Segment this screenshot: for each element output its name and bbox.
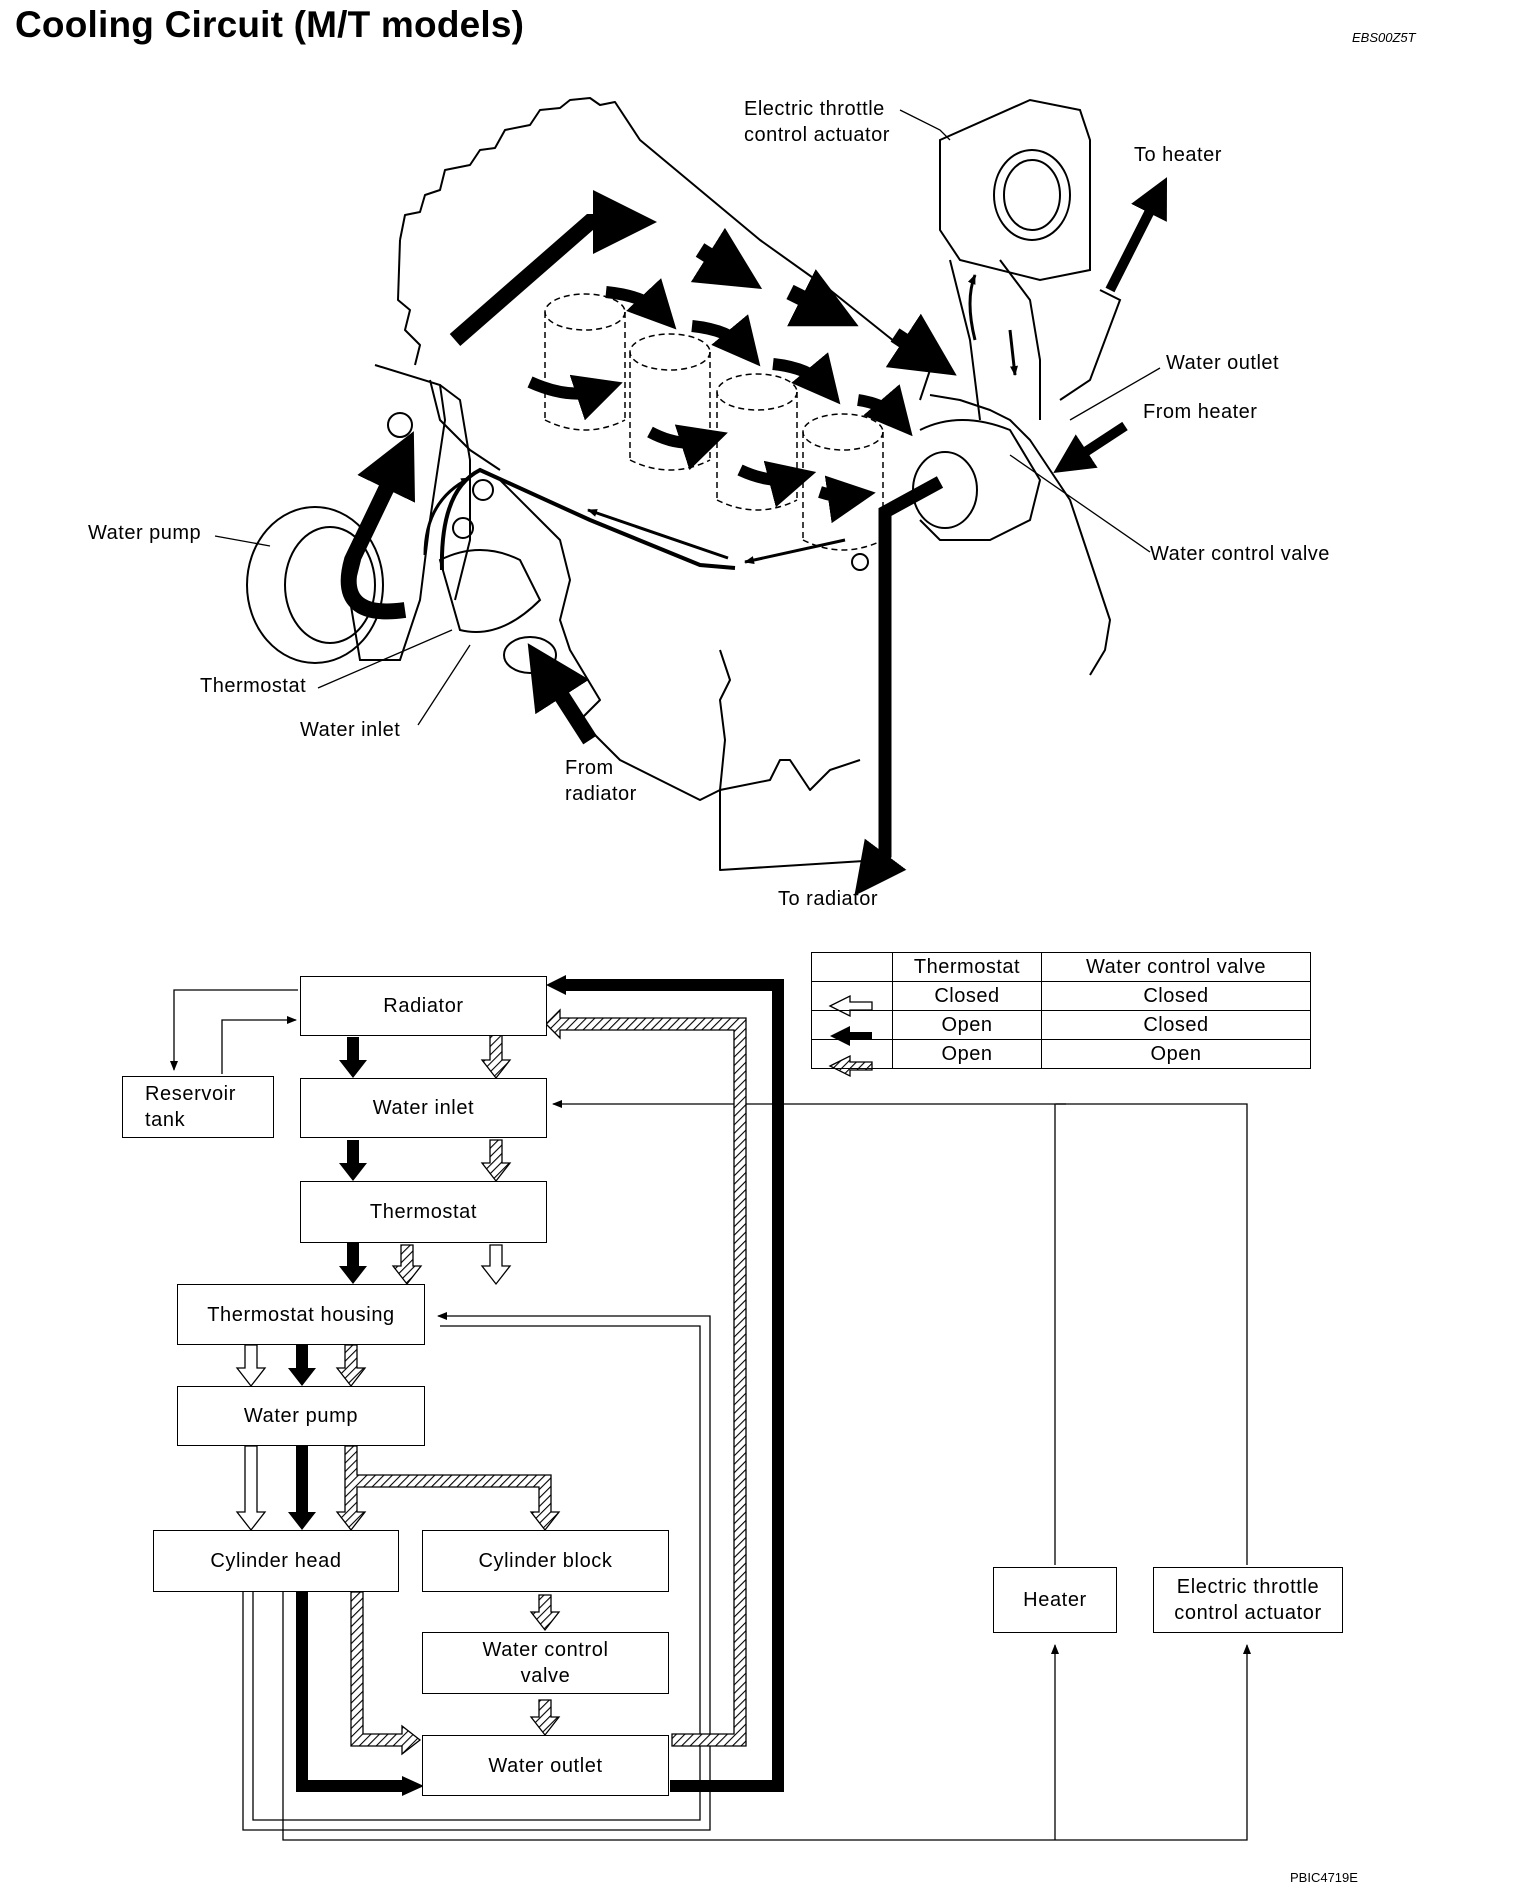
legend-table: Thermostat Water control valve Closed Cl… xyxy=(811,952,1311,1069)
leader-lines xyxy=(214,109,1161,726)
legend-row: Open Closed xyxy=(811,1010,1311,1040)
box-water-inlet: Water inlet xyxy=(300,1078,547,1138)
legend-header-thermostat: Thermostat xyxy=(892,952,1042,982)
hollow-arrows xyxy=(235,1244,512,1532)
label-water-inlet: Water inlet xyxy=(300,719,401,741)
solid-outlet-to-radiator xyxy=(560,979,784,1792)
legend-header-row: Thermostat Water control valve xyxy=(811,952,1311,982)
legend-row: Open Open xyxy=(811,1039,1311,1069)
hollow-loop-lines xyxy=(242,1312,711,1831)
legend-valve-state: Open xyxy=(1041,1039,1311,1069)
water-pump-housing xyxy=(246,364,557,674)
label-from-heater: From heater xyxy=(1143,401,1258,423)
box-reservoir-tank: Reservoir tank xyxy=(122,1076,274,1138)
legend-thermostat-state: Open xyxy=(892,1010,1042,1040)
bypass-hose xyxy=(439,467,736,571)
box-cylinder-head: Cylinder head xyxy=(153,1530,399,1592)
box-thermostat: Thermostat xyxy=(300,1181,547,1243)
box-water-control-valve: Water control valve xyxy=(422,1632,669,1694)
label-water-pump: Water pump xyxy=(88,522,202,544)
legend-header-valve: Water control valve xyxy=(1041,952,1311,982)
legend-header-symbol xyxy=(811,952,893,982)
hatched-arrow-icon xyxy=(811,1039,893,1069)
legend-thermostat-state: Closed xyxy=(892,981,1042,1011)
heater-lines xyxy=(282,1100,1251,1841)
label-thermostat: Thermostat xyxy=(200,675,307,697)
label-water-outlet: Water outlet xyxy=(1166,352,1280,374)
solid-arrows xyxy=(288,1037,367,1530)
hollow-arrow-icon xyxy=(811,981,893,1011)
box-radiator: Radiator xyxy=(300,976,547,1036)
box-heater: Heater xyxy=(993,1567,1117,1633)
label-from-radiator: From radiator xyxy=(565,757,637,805)
page-title: Cooling Circuit (M/T models) xyxy=(15,4,525,45)
legend-row: Closed Closed xyxy=(811,981,1311,1011)
label-to-heater: To heater xyxy=(1134,144,1222,166)
thin-flow-arrows xyxy=(423,274,1018,564)
box-throttle-actuator: Electric throttle control actuator xyxy=(1153,1567,1343,1633)
figure-code: PBIC4719E xyxy=(1290,1870,1358,1885)
hatched-arrows xyxy=(335,1008,747,1756)
throttle-assembly xyxy=(851,98,1122,571)
flow-arrows xyxy=(340,177,1168,896)
reservoir-lines xyxy=(170,989,298,1074)
label-throttle-actuator: Electric throttle control actuator xyxy=(744,98,890,146)
label-to-radiator: To radiator xyxy=(778,888,878,910)
section-code: EBS00Z5T xyxy=(1352,30,1416,45)
engine-illustration xyxy=(214,97,1168,896)
legend-valve-state: Closed xyxy=(1041,1010,1311,1040)
solid-head-to-outlet xyxy=(296,1590,402,1792)
legend-thermostat-state: Open xyxy=(892,1039,1042,1069)
box-water-outlet: Water outlet xyxy=(422,1735,669,1796)
legend-valve-state: Closed xyxy=(1041,981,1311,1011)
box-thermostat-housing: Thermostat housing xyxy=(177,1284,425,1345)
solid-arrow-icon xyxy=(811,1010,893,1040)
box-cylinder-block: Cylinder block xyxy=(422,1530,669,1592)
label-water-control-valve: Water control valve xyxy=(1150,543,1330,565)
box-water-pump: Water pump xyxy=(177,1386,425,1446)
